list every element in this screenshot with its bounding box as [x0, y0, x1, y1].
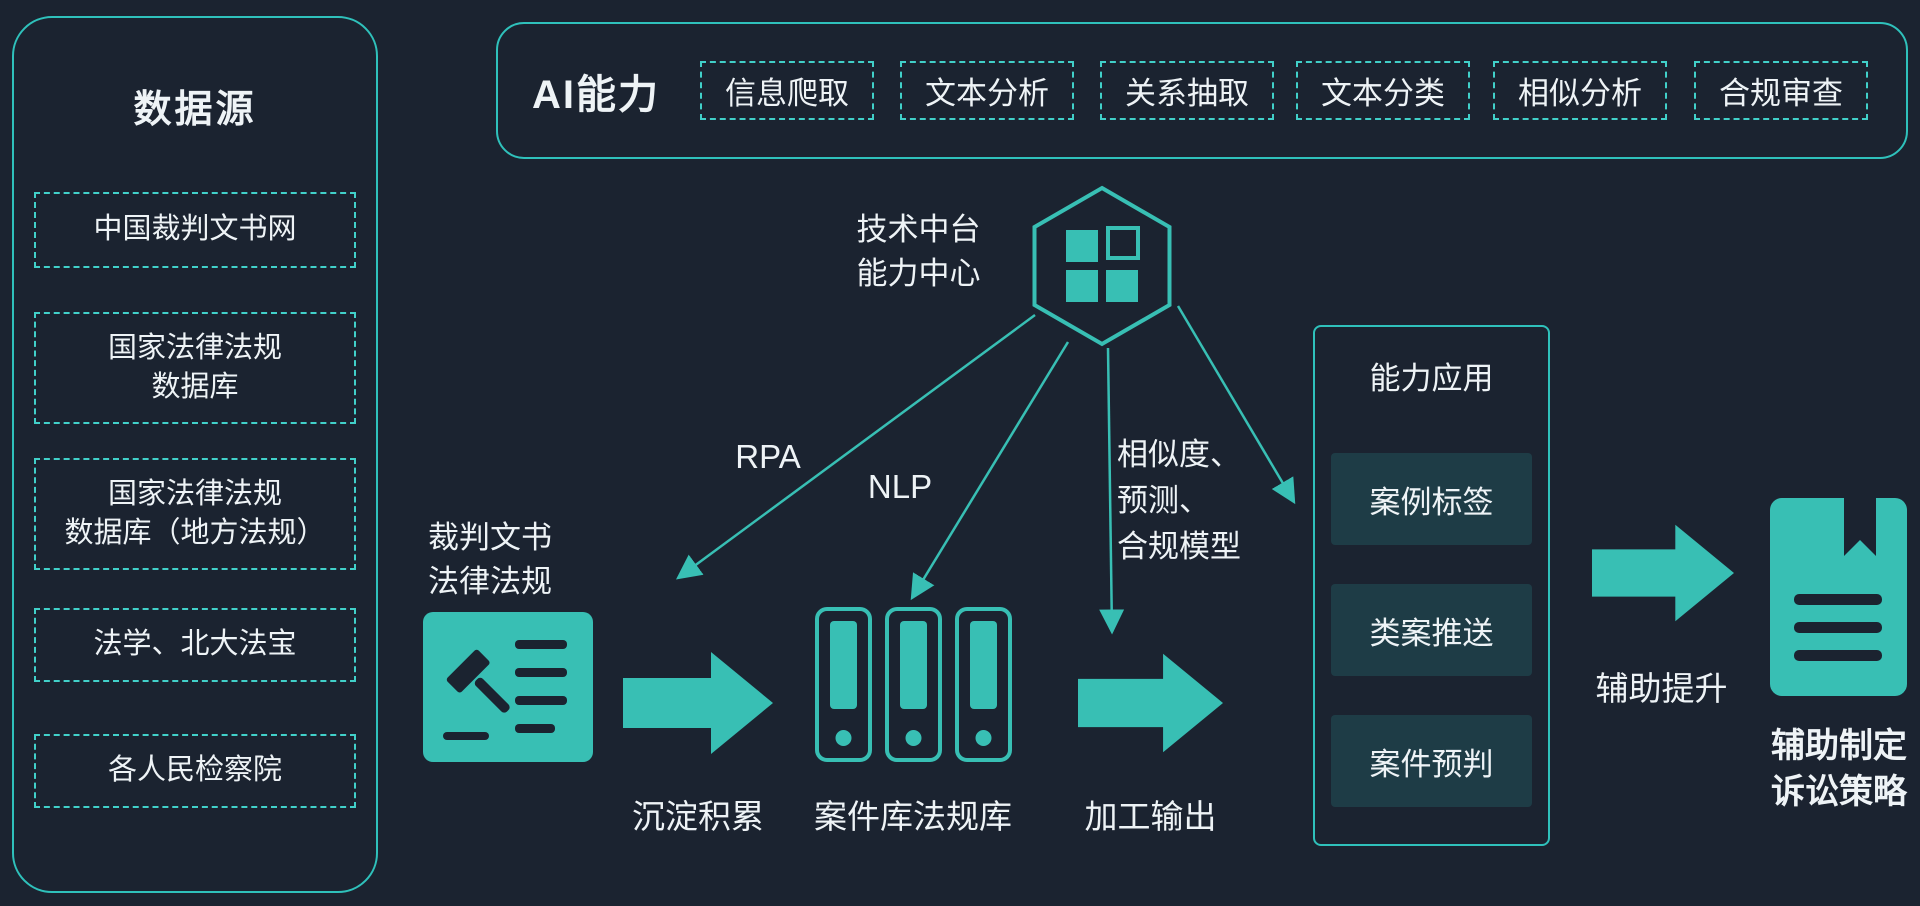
ai-capability-chip: 相似分析: [1493, 61, 1667, 120]
ai-capability-chip: 关系抽取: [1100, 61, 1274, 120]
assist-label: 辅助提升: [1595, 670, 1728, 707]
repository-book-icon: [955, 607, 1012, 762]
flow-arrow-accumulate: [623, 652, 773, 754]
strategy-document-icon: [1770, 498, 1907, 696]
applications-panel: 能力应用 案例标签 类案推送 案件预判: [1313, 325, 1550, 846]
rpa-label: RPA: [735, 438, 801, 475]
similarity-label: 相似度、 预测、 合规模型: [1117, 437, 1241, 564]
applications-title: 能力应用: [1369, 361, 1494, 396]
document-gavel-icon: [423, 612, 593, 762]
data-source-item: 法学、北大法宝: [34, 608, 356, 682]
outcome-label: 辅助制定 诉讼策略: [1771, 727, 1907, 811]
source-documents-label: 裁判文书 法律法规: [428, 520, 552, 600]
accumulate-label: 沉淀积累: [632, 798, 764, 835]
ai-capability-chip: 信息爬取: [700, 61, 874, 120]
nlp-label: NLP: [867, 468, 933, 505]
repository-book-icon: [885, 607, 942, 762]
ai-capabilities-panel: AI能力 信息爬取 文本分析 关系抽取 文本分类 相似分析 合规审查: [496, 22, 1908, 159]
ai-capability-chip: 合规审查: [1694, 61, 1868, 120]
ai-capability-chip: 文本分析: [900, 61, 1074, 120]
ai-capabilities-title: AI能力: [532, 72, 660, 117]
application-item: 案例标签: [1331, 453, 1532, 545]
flow-arrow-output: [1078, 653, 1223, 753]
data-sources-title: 数据源: [133, 89, 257, 131]
hexagon-grid-icon: [1032, 185, 1172, 347]
application-item: 类案推送: [1331, 584, 1532, 676]
data-sources-panel: 数据源 中国裁判文书网 国家法律法规 数据库 国家法律法规 数据库（地方法规） …: [12, 16, 378, 893]
repository-book-icon: [815, 607, 872, 762]
application-item: 案件预判: [1331, 715, 1532, 807]
ai-capability-chip: 文本分类: [1296, 61, 1470, 120]
connector-arrow-similarity: [1099, 347, 1125, 635]
flow-arrow-assist: [1592, 524, 1734, 622]
data-source-item: 中国裁判文书网: [34, 192, 356, 268]
output-label: 加工输出: [1084, 798, 1217, 835]
platform-label: 技术中台 能力中心: [856, 212, 981, 292]
repository-label: 案件库法规库: [814, 798, 1012, 835]
data-source-item: 国家法律法规 数据库（地方法规）: [34, 458, 356, 570]
data-source-item: 各人民检察院: [34, 734, 356, 808]
data-source-item: 国家法律法规 数据库: [34, 312, 356, 424]
